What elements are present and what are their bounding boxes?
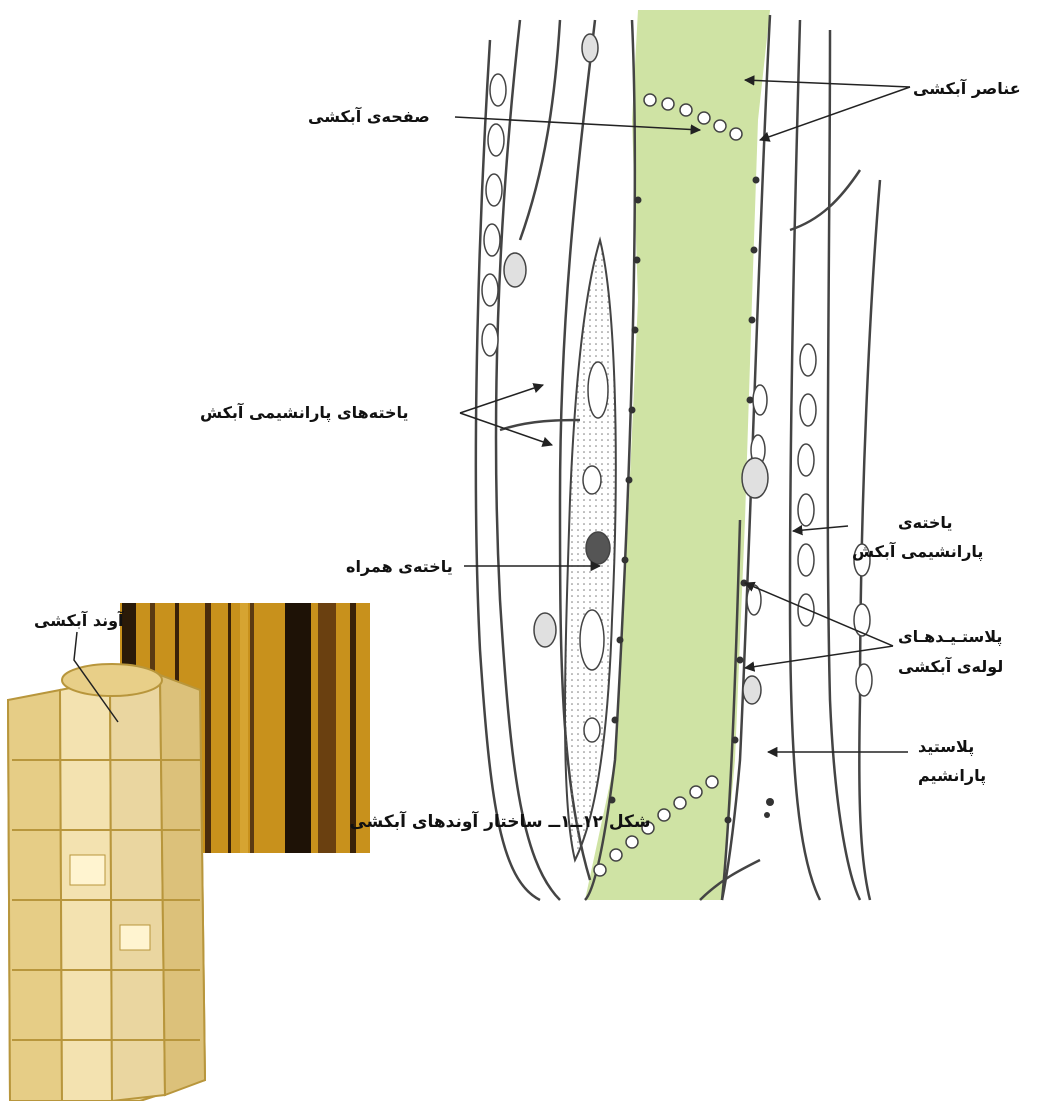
label-phloem-parenchyma-cell-1: یاخته‌ی	[898, 510, 952, 536]
label-parenchyma-plastid-1: پلاستید	[918, 734, 974, 760]
label-sieve-tube: آوند آبکشی	[34, 608, 124, 634]
label-parenchyma-plastid-2: پارانشیم	[918, 763, 986, 789]
figure-caption: شکل ۱۲ــ۱ــ ساختار آوندهای آبکشی	[290, 812, 710, 832]
label-phloem-parenchyma-cell-2: پارانشیمی آبکش	[852, 539, 983, 565]
label-sieve-elements: عناصر آبکشی	[913, 76, 1021, 102]
label-sieve-plate: صفحه‌ی آبکشی	[308, 104, 430, 130]
label-sieve-tube-plastids-2: لوله‌ی آبکشی	[898, 654, 1003, 680]
sieve-tube-3d-illustration	[8, 664, 205, 1101]
label-sieve-tube-plastids-1: پلاستـیـدهـای	[898, 624, 1002, 650]
label-companion-cell: یاخته‌ی همراه	[346, 554, 453, 580]
label-phloem-parenchyma-cells: یاخته‌های پارانشیمی آبکش	[200, 400, 409, 426]
